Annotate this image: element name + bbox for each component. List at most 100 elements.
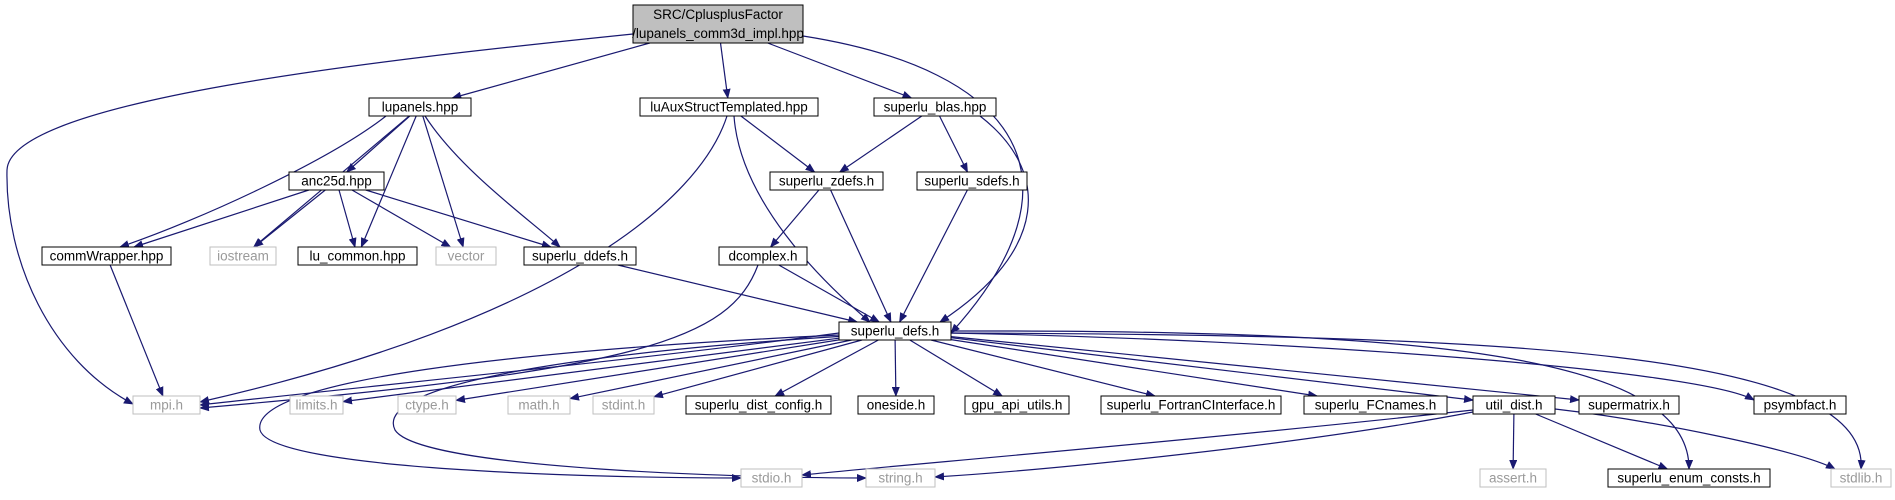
node-label-assert: assert.h xyxy=(1489,471,1537,486)
node-psymbfact[interactable]: psymbfact.h xyxy=(1753,395,1847,415)
node-box-enumconsts xyxy=(1607,468,1771,488)
edge-anc25d-to-lucommon xyxy=(338,189,357,248)
node-box-string xyxy=(865,468,936,488)
edge-blas-to-defs xyxy=(939,115,1029,323)
node-label-commwrap: commWrapper.hpp xyxy=(50,249,164,264)
edge-zdefs-to-defs xyxy=(830,189,892,323)
node-commwrap[interactable]: commWrapper.hpp xyxy=(41,246,172,266)
node-label-fortran: superlu_FortranCInterface.h xyxy=(1107,398,1276,413)
node-luaux[interactable]: luAuxStructTemplated.hpp xyxy=(639,97,819,117)
edge-defs-to-stdint xyxy=(653,339,863,399)
node-box-assert xyxy=(1479,468,1547,488)
node-label-dcomplex: dcomplex.h xyxy=(728,249,797,264)
edge-defs-to-math xyxy=(569,339,852,401)
node-box-commwrap xyxy=(41,246,172,266)
node-box-lucommon xyxy=(297,246,418,266)
node-box-stdint xyxy=(592,395,655,415)
node-distconfig[interactable]: superlu_dist_config.h xyxy=(685,395,832,415)
node-dcomplex[interactable]: dcomplex.h xyxy=(718,246,808,266)
node-label-oneside: oneside.h xyxy=(867,398,926,413)
node-label-root-line2: /lupanels_comm3d_impl.hpp xyxy=(632,26,804,41)
node-stdlib: stdlib.h xyxy=(1830,468,1892,488)
edge-blas-to-sdefs xyxy=(938,115,969,173)
node-label-fcnames: superlu_FCnames.h xyxy=(1315,398,1437,413)
node-anc25d[interactable]: anc25d.hpp xyxy=(288,171,385,191)
node-label-stdlib: stdlib.h xyxy=(1840,471,1883,486)
node-fortran[interactable]: superlu_FortranCInterface.h xyxy=(1100,395,1282,415)
node-stdint: stdint.h xyxy=(592,395,655,415)
node-zdefs[interactable]: superlu_zdefs.h xyxy=(769,171,884,191)
node-box-root xyxy=(632,4,804,44)
nodes-layer: SRC/CplusplusFactor/lupanels_comm3d_impl… xyxy=(41,4,1892,488)
node-iostream: iostream xyxy=(209,246,277,266)
node-label-psymbfact: psymbfact.h xyxy=(1764,398,1837,413)
node-label-math: math.h xyxy=(518,398,559,413)
node-enumconsts[interactable]: superlu_enum_consts.h xyxy=(1607,468,1771,488)
node-blas[interactable]: superlu_blas.hpp xyxy=(873,97,997,117)
node-defs[interactable]: superlu_defs.h xyxy=(838,321,952,341)
node-label-ddefs: superlu_ddefs.h xyxy=(532,249,628,264)
edge-defs-to-supermatrix xyxy=(950,336,1580,404)
node-box-anc25d xyxy=(288,171,385,191)
edge-dcomplex-to-mpi xyxy=(199,264,759,412)
edge-root-to-luaux xyxy=(719,42,731,99)
node-box-lupanels xyxy=(368,97,472,117)
edge-utildist-to-stdio xyxy=(801,409,1474,479)
node-lupanels[interactable]: lupanels.hpp xyxy=(368,97,472,117)
node-box-utildist xyxy=(1472,395,1556,415)
node-math: math.h xyxy=(507,395,571,415)
node-ctype: ctype.h xyxy=(397,395,457,415)
edge-utildist-to-enumconsts xyxy=(1535,413,1669,470)
edge-defs-to-fcnames xyxy=(950,339,1319,399)
edge-luaux-to-defs xyxy=(733,115,871,323)
node-label-stdio: stdio.h xyxy=(752,471,792,486)
edge-defs-to-distconfig xyxy=(774,339,879,397)
node-label-stdint: stdint.h xyxy=(602,398,646,413)
edge-luaux-to-zdefs xyxy=(740,115,816,173)
node-label-iostream: iostream xyxy=(217,249,269,264)
edge-defs-to-mpi xyxy=(199,332,840,408)
node-label-root-line1: SRC/CplusplusFactor xyxy=(653,7,783,22)
edge-lupanels-to-commwrap xyxy=(119,115,387,248)
node-utildist[interactable]: util_dist.h xyxy=(1472,395,1556,415)
node-label-limits: limits.h xyxy=(295,398,337,413)
node-lucommon[interactable]: lu_common.hpp xyxy=(297,246,418,266)
node-oneside[interactable]: oneside.h xyxy=(857,395,935,415)
edge-root-to-lupanels xyxy=(451,42,650,100)
node-box-math xyxy=(507,395,571,415)
node-label-luaux: luAuxStructTemplated.hpp xyxy=(650,100,808,115)
edge-anc25d-to-vector xyxy=(351,189,452,248)
edge-defs-to-enumconsts xyxy=(950,330,1694,470)
edge-defs-to-stdio xyxy=(259,334,840,482)
node-box-ctype xyxy=(397,395,457,415)
edge-utildist-to-string xyxy=(934,411,1474,481)
node-supermatrix[interactable]: supermatrix.h xyxy=(1578,395,1680,415)
node-label-enumconsts: superlu_enum_consts.h xyxy=(1617,471,1760,486)
node-label-supermatrix: supermatrix.h xyxy=(1588,398,1670,413)
node-box-limits xyxy=(289,395,344,415)
node-ddefs[interactable]: superlu_ddefs.h xyxy=(523,246,637,266)
node-box-ddefs xyxy=(523,246,637,266)
edge-lupanels-to-anc25d xyxy=(345,115,411,173)
edge-dcomplex-to-defs xyxy=(778,264,881,323)
node-box-vector xyxy=(435,246,497,266)
node-label-ctype: ctype.h xyxy=(405,398,449,413)
node-mpi: mpi.h xyxy=(132,395,201,415)
node-gpuapi[interactable]: gpu_api_utils.h xyxy=(964,395,1070,415)
node-root[interactable]: SRC/CplusplusFactor/lupanels_comm3d_impl… xyxy=(632,4,804,44)
edge-root-to-defs xyxy=(802,35,1024,334)
node-sdefs[interactable]: superlu_sdefs.h xyxy=(916,171,1028,191)
edge-utildist-to-assert xyxy=(1509,413,1518,470)
node-label-defs: superlu_defs.h xyxy=(851,324,940,339)
node-fcnames[interactable]: superlu_FCnames.h xyxy=(1303,395,1448,415)
node-label-anc25d: anc25d.hpp xyxy=(301,174,372,189)
node-box-supermatrix xyxy=(1578,395,1680,415)
node-box-fortran xyxy=(1100,395,1282,415)
node-label-lupanels: lupanels.hpp xyxy=(382,100,459,115)
edge-blas-to-zdefs xyxy=(838,115,923,173)
node-label-vector: vector xyxy=(448,249,485,264)
node-box-stdio xyxy=(740,468,803,488)
edge-root-to-mpi xyxy=(6,33,634,405)
edge-defs-to-string xyxy=(392,335,867,482)
